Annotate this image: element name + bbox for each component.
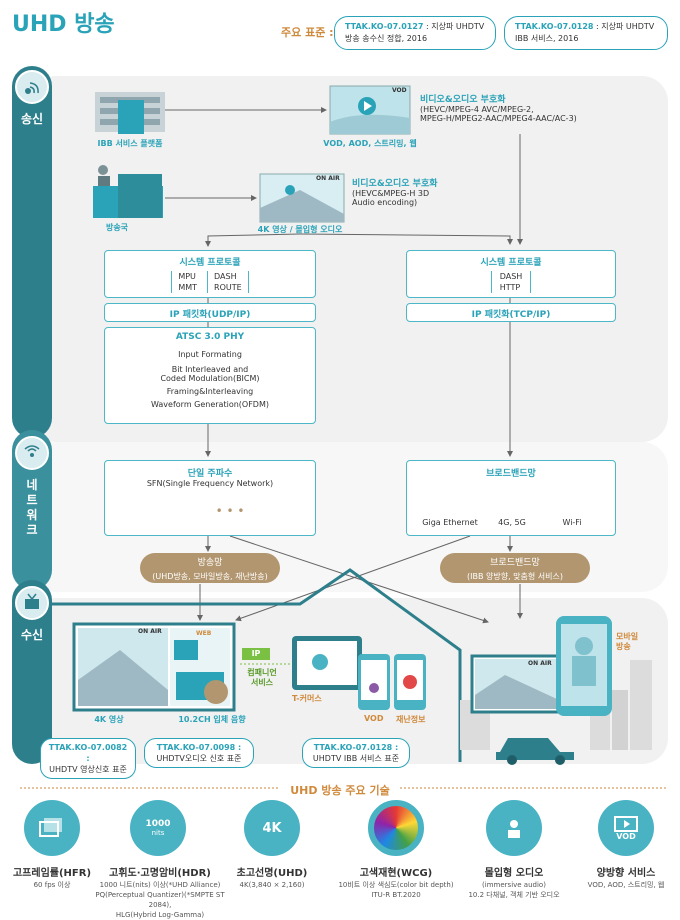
- tech-desc: VOD, AOD, 스트리밍, 웹: [587, 881, 665, 889]
- web-tag: WEB: [196, 630, 212, 637]
- wifi-icon: [562, 490, 582, 510]
- standard-badge: TTAK.KO-07.0128 :UHDTV IBB 서비스 표준: [302, 738, 410, 768]
- lte-icon: LTE: [503, 494, 521, 504]
- tech-desc: 4K(3,840 × 2,160): [239, 881, 305, 889]
- hfr-icon: [24, 800, 80, 856]
- tech-desc: (immersive audio)10.2 다채널, 객체 기반 오디오: [468, 881, 560, 899]
- ibb-platform-label: IBB 서비스 플랫폼: [97, 139, 163, 148]
- wcg-icon: [368, 800, 424, 856]
- uhd-icon: 4K: [244, 800, 300, 856]
- onair-tag: ON AIR: [138, 628, 162, 635]
- tech-desc: 1000 니트(nits) 이상(*UHD Alliance)PQ(Percep…: [95, 881, 225, 919]
- codec-block-broadcast: 비디오&오디오 부호화 (HEVC&MPEG-H 3D Audio encodi…: [352, 179, 438, 207]
- broadband-box: 브로드밴드망: [406, 460, 616, 536]
- satellite-icon: [15, 70, 49, 104]
- onair-tag: ON AIR: [316, 175, 340, 182]
- interactive-service-icon: VOD: [598, 800, 654, 856]
- tech-name: 고색재현(WCG): [359, 868, 433, 879]
- uhd-caption: 4K 영상 / 몰입형 오디오: [257, 225, 343, 234]
- tech-name: 몰입형 오디오: [484, 868, 544, 879]
- page-title: UHD 방송: [12, 12, 115, 37]
- standard-badge: TTAK.KO-07.0082 :UHDTV 영상신호 표준: [40, 738, 136, 779]
- tech-name: 초고선명(UHD): [236, 868, 308, 879]
- ip-packet-tcp: IP 패킷화(TCP/IP): [406, 303, 616, 322]
- broadband-item: Wi-Fi: [562, 518, 582, 527]
- sfn-box: 단일 주파수 SFN(Single Frequency Network) • •…: [104, 460, 316, 536]
- caption-4k: 4K 영상: [94, 715, 124, 724]
- broadband-item: 4G, 5G: [498, 518, 526, 527]
- antenna-icon: [15, 586, 49, 620]
- ethernet-icon: [444, 495, 456, 505]
- speaker-icon: [204, 680, 228, 704]
- broadband-network-pill: 브로드밴드망 (IBB 양방향, 맞춤형 서비스): [440, 553, 590, 583]
- immersive-audio-icon: [486, 800, 542, 856]
- broadcast-tower-icon: [150, 494, 170, 528]
- ip-tag: IP: [242, 648, 270, 660]
- send-bar: [12, 66, 52, 438]
- section-label-send: 송신: [20, 112, 44, 126]
- ip-packet-udp: IP 패킷화(UDP/IP): [104, 303, 316, 322]
- standards-label: 주요 표준 :: [281, 26, 334, 39]
- hdr-icon: 1000 nits: [130, 800, 186, 856]
- broadcast-network-pill: 방송망 (UHD방송, 모바일방송, 재난방송): [140, 553, 280, 583]
- section-label-network: 네트워크: [26, 478, 38, 537]
- tech-desc: 60 fps 이상: [33, 881, 71, 889]
- tech-section-title: UHD 방송 주요 기술: [290, 784, 390, 797]
- tcommerce-label: T-커머스: [292, 694, 322, 703]
- signal-icon: [15, 436, 49, 470]
- vod-caption: VOD, AOD, 스트리밍, 웹: [323, 139, 417, 148]
- broadcaster-label: 방송국: [105, 223, 129, 232]
- disaster-label: 재난정보: [396, 715, 426, 724]
- tech-name: 고프레임률(HFR): [12, 868, 92, 879]
- vod-label: VOD: [364, 714, 384, 723]
- tech-name: 고휘도·고명암비(HDR): [109, 868, 211, 879]
- codec-block-ibb: 비디오&오디오 부호화 (HEVC/MPEG-4 AVC/MPEG-2, MPE…: [420, 95, 577, 123]
- tech-name: 양방향 서비스: [596, 868, 656, 879]
- section-label-receive: 수신: [20, 628, 44, 642]
- onair-tag: ON AIR: [528, 660, 552, 667]
- caption-audio: 10.2CH 입체 음향: [178, 715, 246, 724]
- standard-badge: TTAK.KO-07.0098 :UHDTV오디오 신호 표준: [144, 738, 254, 768]
- vod-tag: VOD: [392, 87, 407, 94]
- broadband-item: Giga Ethernet: [422, 518, 478, 527]
- tech-desc: 10비트 이상 색심도(color bit depth)ITU-R BT.202…: [338, 881, 454, 899]
- atsc-phy-box: ATSC 3.0 PHY Input Formating Bit Interle…: [104, 327, 316, 424]
